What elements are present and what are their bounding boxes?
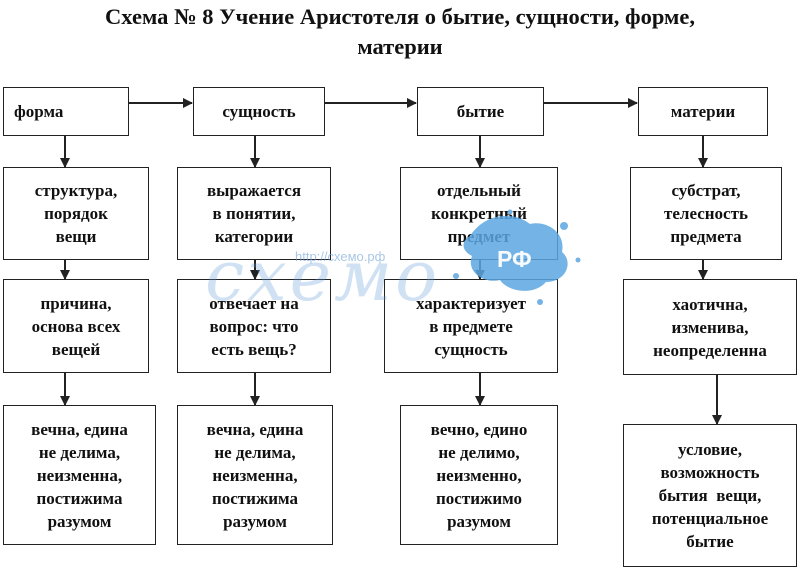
sushchnost-properties-box: вечна, едина не делима, неизменна, пости…	[177, 405, 333, 545]
diagram-title: Схема № 8 Учение Аристотеля о бытие, сущ…	[0, 2, 800, 62]
forma-structure-box: структура, порядок вещи	[3, 167, 149, 260]
header-materiya: материи	[638, 87, 768, 136]
bytie-properties-box: вечно, едино не делимо, неизменно, пости…	[400, 405, 558, 545]
title-line-2: материи	[357, 34, 443, 59]
sushchnost-question-box: отвечает на вопрос: что есть вещь?	[177, 279, 331, 373]
forma-properties-box: вечна, едина не делима, неизменна, пости…	[3, 405, 156, 545]
sushchnost-concept-box: выражается в понятии, категории	[177, 167, 331, 260]
watermark-url: http://схемо.рф	[295, 249, 386, 264]
bytie-characterizes-box: характеризует в предмете сущность	[384, 279, 558, 373]
forma-cause-box: причина, основа всех вещей	[3, 279, 149, 373]
header-bytie: бытие	[417, 87, 544, 136]
watermark-rf: РФ	[497, 246, 532, 272]
materiya-chaotic-box: хаотична, изменива, неопределенна	[623, 279, 797, 375]
materiya-substrate-box: субстрат, телесность предмета	[630, 167, 782, 260]
title-line-1: Схема № 8 Учение Аристотеля о бытие, сущ…	[105, 4, 695, 29]
watermark-logo: схемо	[205, 235, 441, 317]
header-sushchnost: сущность	[193, 87, 325, 136]
materiya-condition-box: условие, возможность бытия вещи, потенци…	[623, 424, 797, 567]
header-forma: форма	[3, 87, 129, 136]
